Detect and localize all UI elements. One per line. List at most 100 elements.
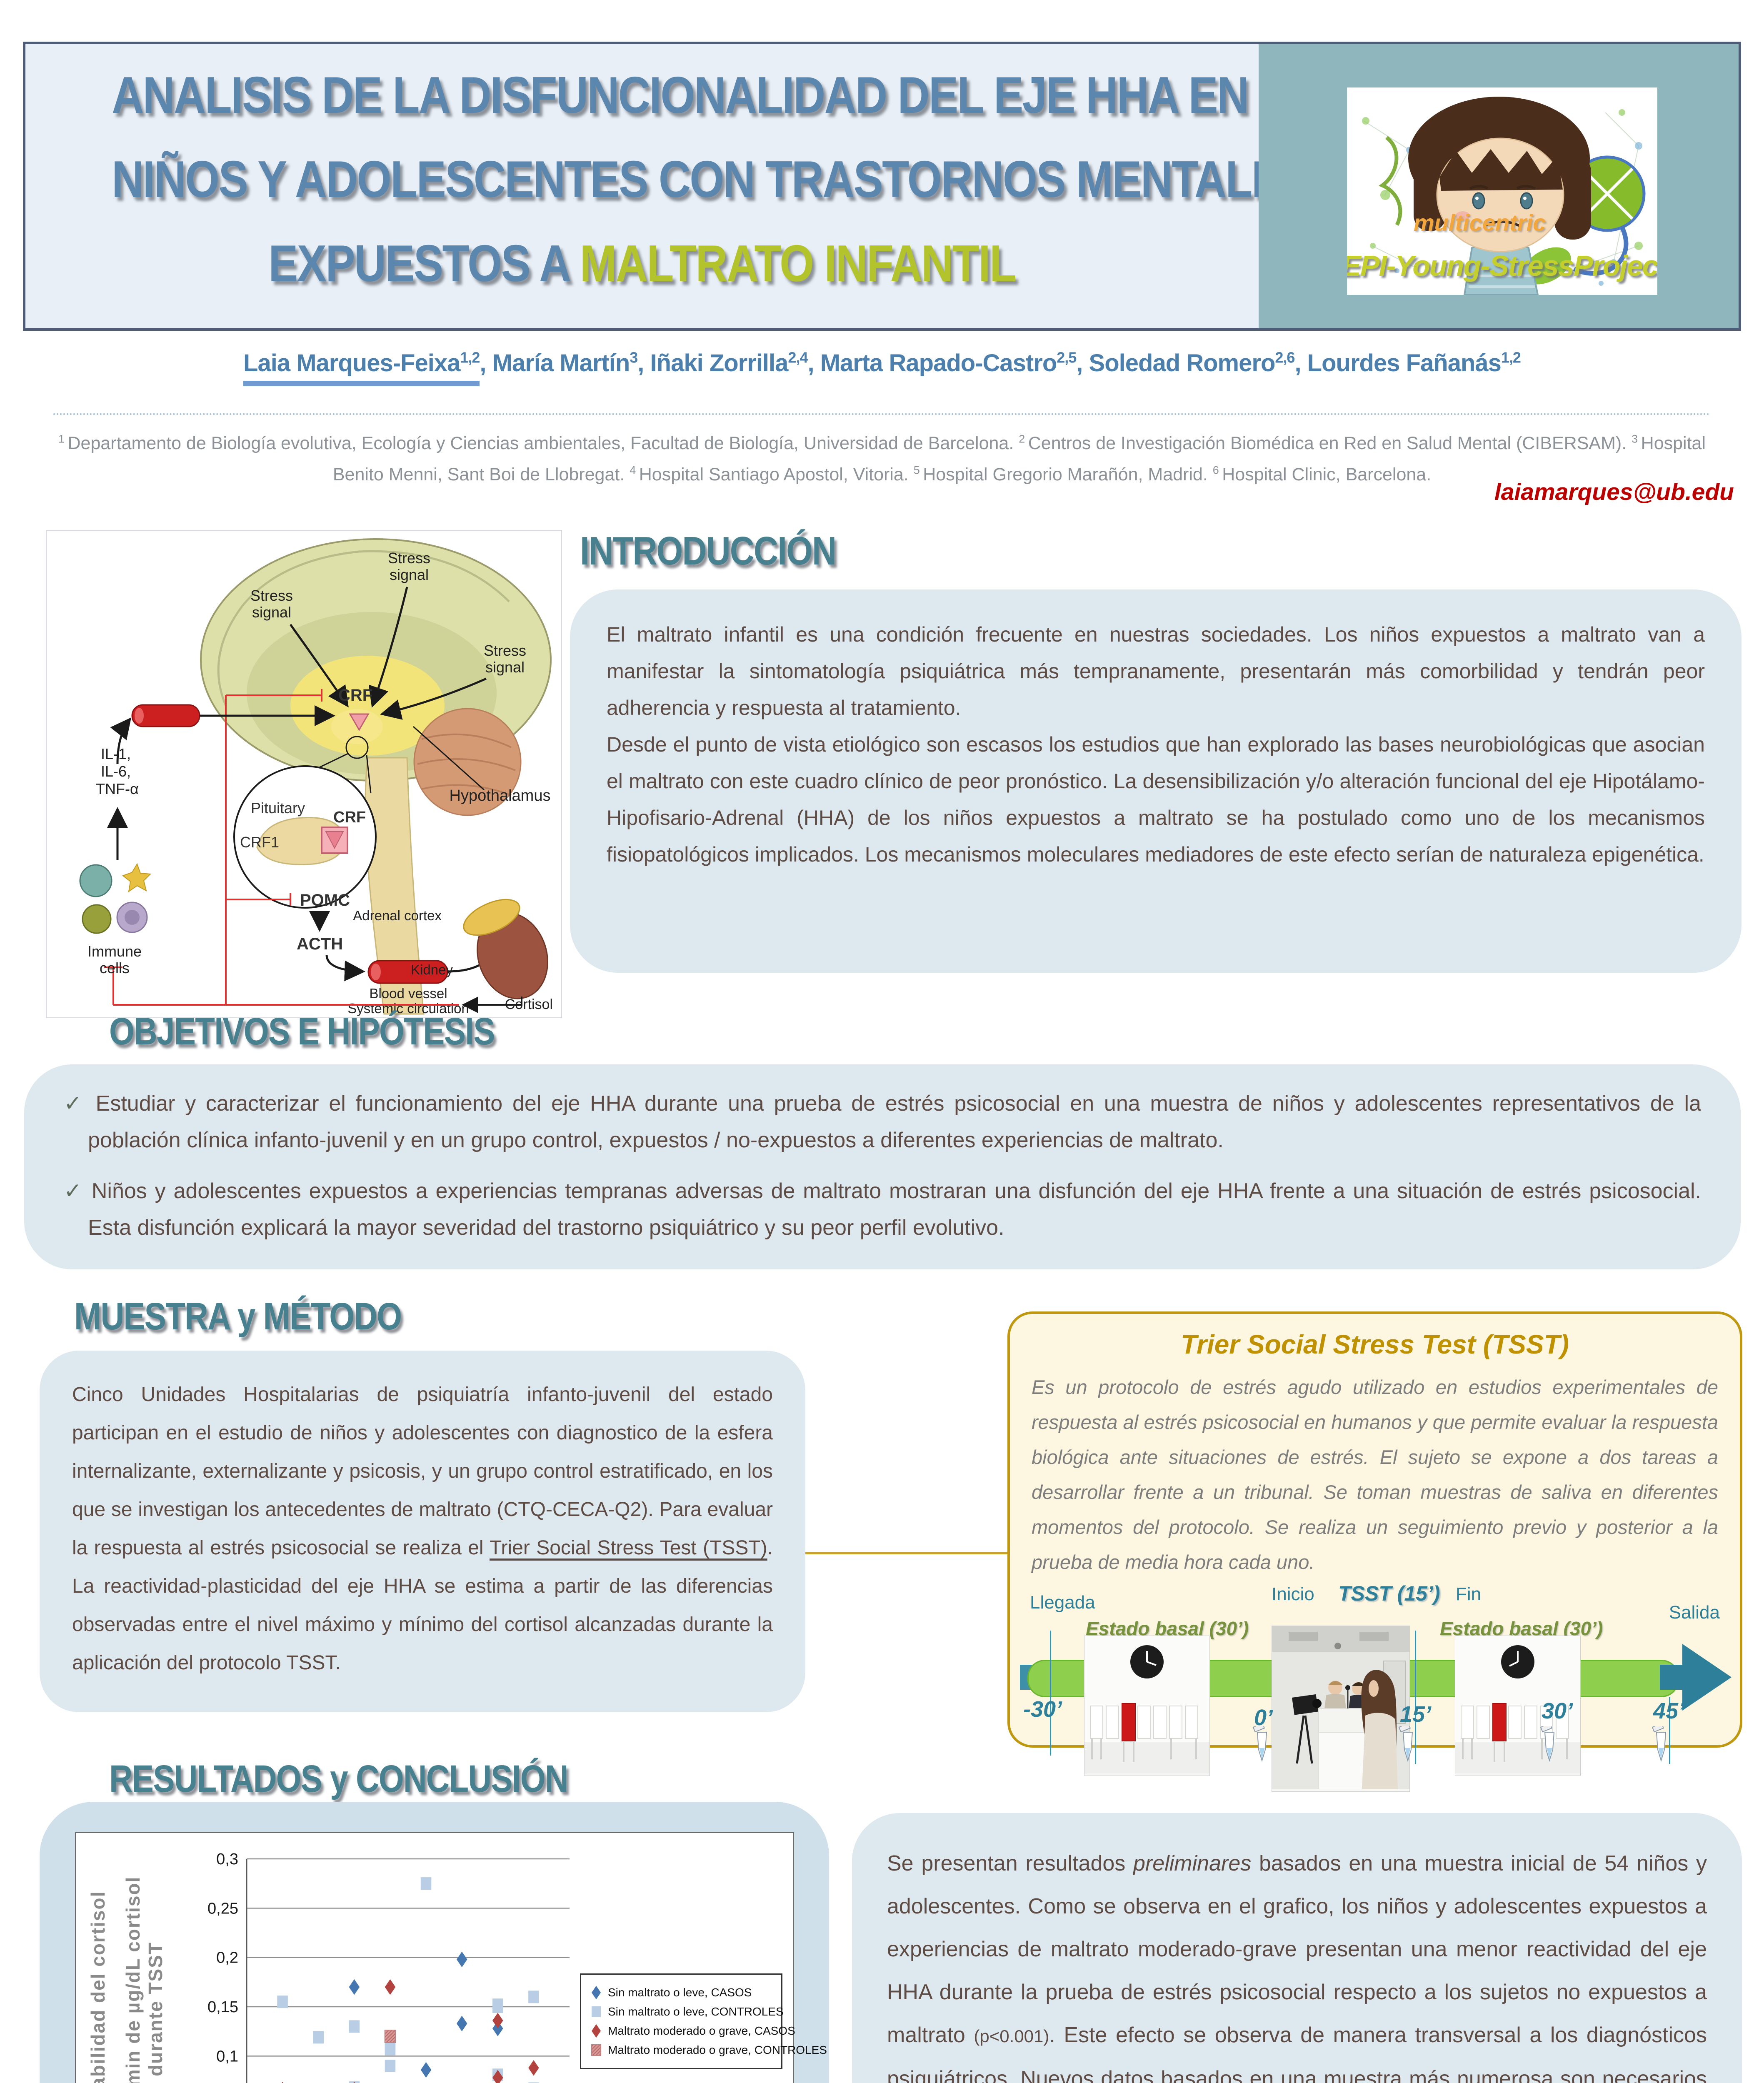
timeline-fin: Fin (1456, 1584, 1482, 1604)
preliminares-italic: preliminares (1133, 1851, 1252, 1876)
title-line-1: ANALISIS DE LA DISFUNCIONALIDAD DEL EJE … (112, 67, 1249, 124)
svg-text:Pituitary: Pituitary (251, 799, 305, 817)
title-line-2: NIÑOS Y ADOLESCENTES CON TRASTORNOS MENT… (112, 151, 1309, 208)
author-2: Iñaki Zorrilla2,4 (650, 349, 808, 377)
authors-line: Laia Marques-Feixa1,2, María Martín3, Iñ… (0, 349, 1764, 387)
svg-text:CRF1: CRF1 (240, 834, 279, 851)
svg-text:CRF: CRF (333, 809, 366, 826)
timeline-tsst: TSST (15’) (1338, 1582, 1440, 1605)
author-5: Lourdes Fañanás1,2 (1307, 349, 1521, 377)
waiting-room-photo-1 (1084, 1636, 1210, 1776)
timeline-arrow-head (1682, 1644, 1732, 1711)
project-name-label: EPI-Young-StressProject (1347, 250, 1657, 282)
timeline-inicio: Inicio (1272, 1584, 1314, 1604)
svg-text:TNF-α: TNF-α (96, 780, 139, 797)
svg-text:Hypothalamus: Hypothalamus (450, 787, 551, 804)
svg-text:Stress: Stress (250, 587, 293, 604)
svg-text:signal: signal (390, 566, 429, 583)
legend-entry: Maltrato moderado o grave, CASOS (589, 2021, 795, 2041)
objetivos-heading: OBJETIVOS E HIPÓTESIS (109, 1010, 495, 1053)
title-maltrato: MALTRATO INFANTIL (580, 235, 1017, 292)
tsst-description: Es un protocolo de estrés agudo utilizad… (1032, 1376, 1718, 1573)
svg-text:CRF: CRF (338, 686, 372, 704)
poster-title: ANALISIS DE LA DISFUNCIONALIDAD DEL EJE … (25, 44, 1309, 328)
sad-boy-illustration (1347, 87, 1657, 295)
svg-text:Systemic circulation: Systemic circulation (347, 1001, 469, 1016)
svg-text:0,15: 0,15 (207, 1998, 238, 2016)
intro-paragraph-2: Desde el punto de vista etiológico son e… (607, 733, 1705, 866)
saliva-tube-icon-1 (1252, 1723, 1272, 1764)
svg-text:Immune: Immune (87, 943, 142, 960)
saliva-tube-icon-2 (1398, 1723, 1417, 1764)
objetivos-box: ✓ Estudiar y caracterizar el funcionamie… (24, 1064, 1741, 1269)
legend-entry: Sin maltrato o leve, CONTROLES (589, 2002, 784, 2021)
svg-text:0,3: 0,3 (216, 1851, 238, 1868)
svg-text:0,1: 0,1 (216, 2048, 238, 2065)
timeline-tick-fin (1415, 1631, 1416, 1764)
p-value: (p<0.001) (974, 2026, 1049, 2046)
svg-text:IL-6,: IL-6, (101, 763, 131, 780)
tsst-connector-line (805, 1552, 1008, 1554)
timeline-tick-start (1050, 1631, 1051, 1756)
timeline-arrow-body (1660, 1665, 1683, 1690)
intro-heading: INTRODUCCIÓN (580, 529, 837, 573)
series-maltrato-moderado-o-grave-controles (384, 2030, 396, 2043)
timeline-time-0: 0’ (1254, 1705, 1273, 1730)
tsst-title: Trier Social Stress Test (TSST) (1181, 1329, 1569, 1359)
legend-entry: Maltrato moderado o grave, CONTROLES (589, 2041, 827, 2060)
intro-box: El maltrato infantil es una condición fr… (570, 589, 1742, 973)
resultados-heading: RESULTADOS y CONCLUSIÓN (109, 1758, 568, 1800)
svg-text:Kidney: Kidney (411, 962, 453, 977)
legend-entry: Sin maltrato o leve, CASOS (589, 1983, 774, 2002)
chart-ylabel-line2: (max-min de µg/dL cortisol durante TSST (122, 1876, 166, 2083)
cortisol-scatter-chart: 00,050,10,150,20,250,3910111213141516171… (75, 1832, 827, 2083)
author-0: Laia Marques-Feixa1,2 (243, 349, 480, 387)
conclusion-box: Se presentan resultados preliminares bas… (852, 1813, 1742, 2083)
hpa-axis-figure: Stress signal Stress signal Stress signa… (46, 530, 562, 1018)
svg-text:0,25: 0,25 (207, 1900, 238, 1917)
title-line-3: EXPUESTOS A MALTRATO INFANTIL (268, 235, 1017, 292)
svg-text:IL-1,: IL-1, (101, 745, 131, 762)
svg-text:Stress: Stress (484, 642, 526, 659)
timeline-time-30: 30’ (1542, 1698, 1573, 1723)
series-sin-maltrato-o-leve-casos (349, 1951, 503, 2078)
affiliations: 1 Departamento de Biología evolutiva, Ec… (53, 413, 1711, 488)
muestra-box: Cinco Unidades Hospitalarias de psiquiat… (40, 1351, 805, 1712)
timeline-salida: Salida (1669, 1602, 1720, 1623)
svg-text:0,2: 0,2 (216, 1949, 238, 1967)
timeline-time-15: 15’ (1400, 1702, 1432, 1727)
svg-text:Blood vessel: Blood vessel (369, 986, 447, 1001)
tsst-panel-photo (1272, 1626, 1410, 1792)
svg-text:POMC: POMC (300, 891, 350, 909)
project-logo-card: multicentric EPI-Young-StressProject (1347, 87, 1657, 295)
timeline-llegada: Llegada (1030, 1592, 1095, 1613)
scatter-plot: 00,050,10,150,20,250,3910111213141516171… (207, 1851, 570, 2083)
series-maltrato-moderado-o-grave-casos (282, 1979, 539, 2083)
author-3: Marta Rapado-Castro2,5 (820, 349, 1077, 377)
author-4: Soledad Romero2,6 (1089, 349, 1295, 377)
svg-text:signal: signal (485, 659, 525, 676)
timeline-tick-45 (1669, 1697, 1670, 1764)
saliva-tube-icon-4 (1652, 1723, 1671, 1764)
timeline-time-45: 45’ (1653, 1698, 1685, 1723)
chart-ylabel-line1: Variabilidad del cortisol (87, 1891, 109, 2083)
hpa-axis-diagram: Stress signal Stress signal Stress signa… (47, 531, 560, 1016)
contact-email-link[interactable]: laiamarques@ub.edu (1494, 479, 1734, 505)
svg-text:Adrenal cortex: Adrenal cortex (353, 908, 442, 923)
tsst-reference: Trier Social Stress Test (TSST) (490, 1537, 767, 1559)
header-right-panel: multicentric EPI-Young-StressProject (1259, 44, 1739, 328)
intro-paragraph-1: El maltrato infantil es una condición fr… (607, 623, 1705, 719)
author-1: María Martín3 (492, 349, 638, 377)
saliva-tube-icon-3 (1540, 1723, 1559, 1764)
header-banner: ANALISIS DE LA DISFUNCIONALIDAD DEL EJE … (23, 42, 1741, 331)
objetivo-item-1: ✓ Estudiar y caracterizar el funcionamie… (64, 1091, 1701, 1152)
svg-text:signal: signal (252, 604, 291, 621)
svg-text:Stress: Stress (388, 549, 430, 567)
svg-text:cells: cells (100, 959, 130, 977)
waiting-room-photo-2 (1455, 1636, 1581, 1776)
multicentric-label: multicentric (1414, 210, 1546, 236)
timeline-time-m30: -30’ (1023, 1697, 1062, 1722)
svg-text:ACTH: ACTH (297, 935, 343, 953)
